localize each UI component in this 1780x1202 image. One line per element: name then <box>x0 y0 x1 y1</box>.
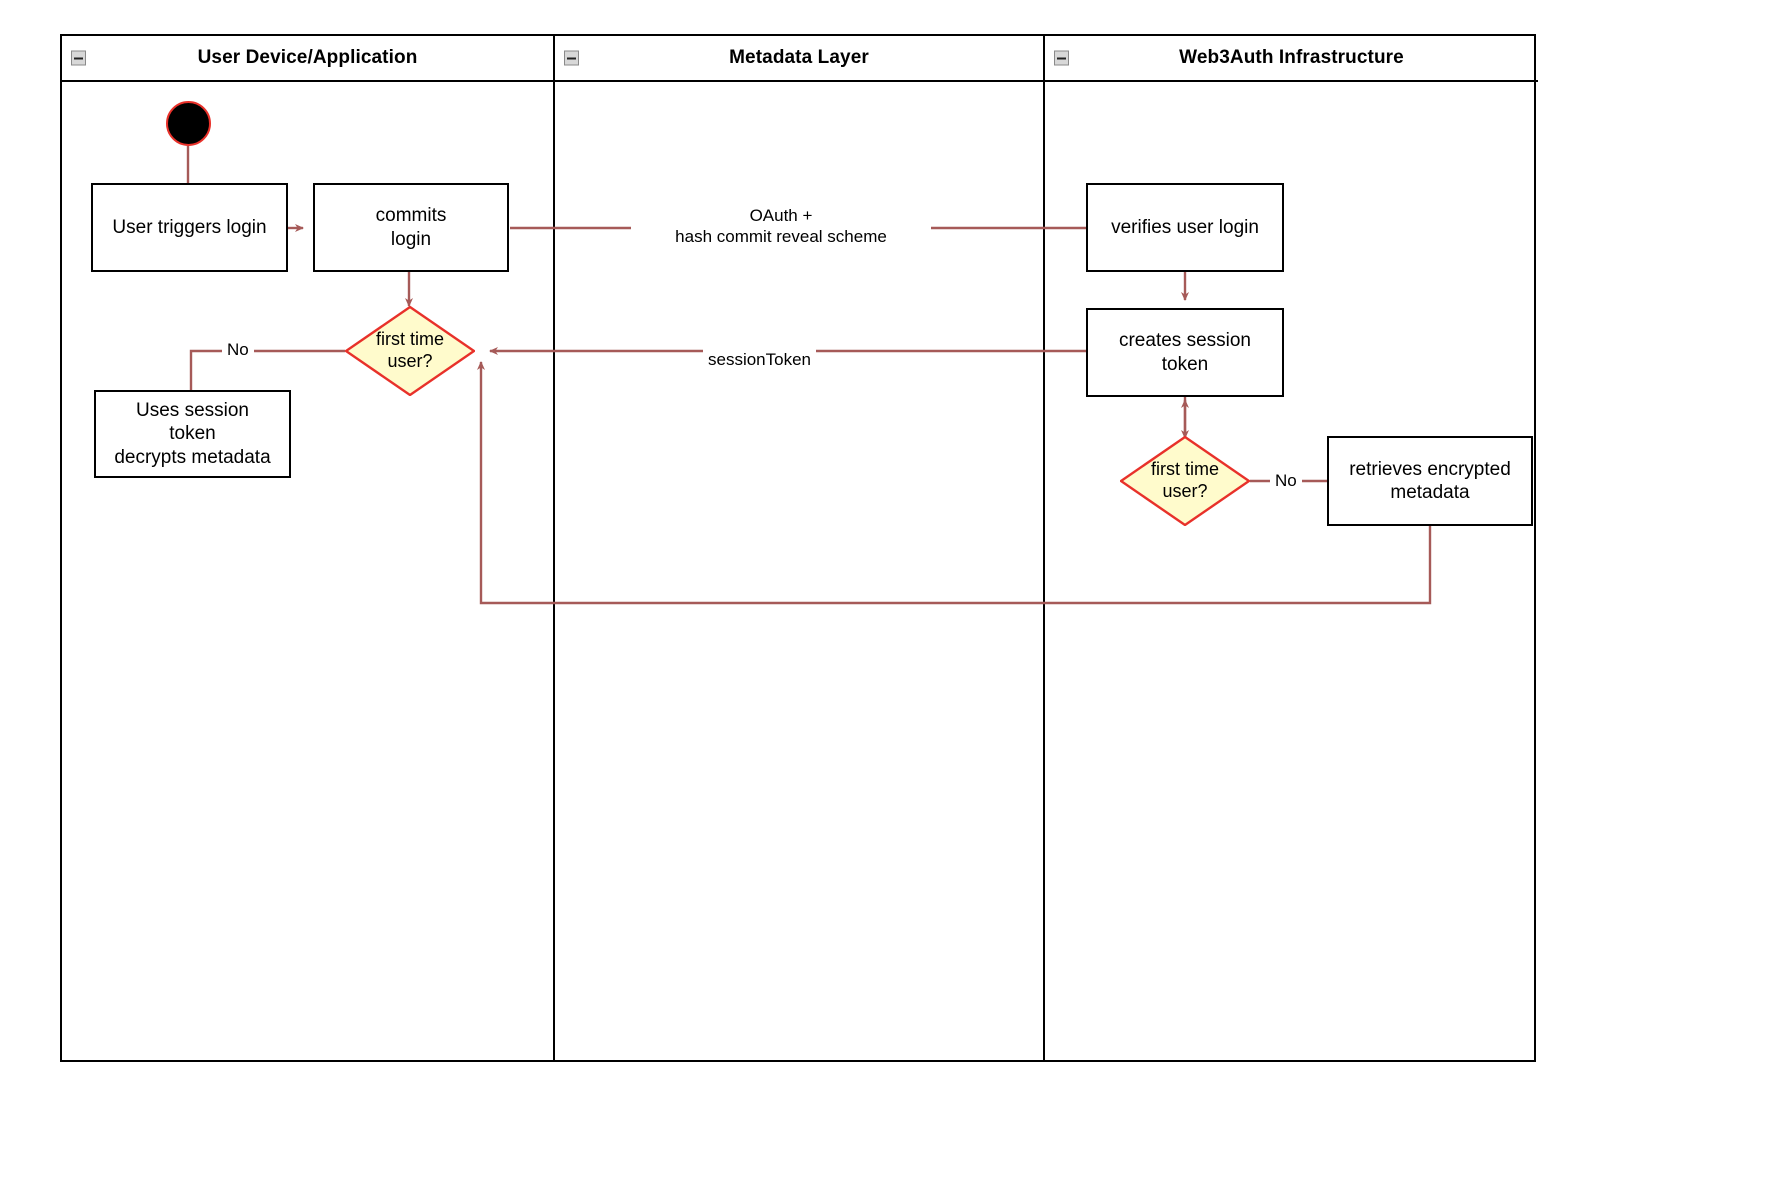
decision-label-line1: first time <box>1150 459 1219 480</box>
action-creates-session-token[interactable]: creates session token <box>1086 308 1284 397</box>
action-label-line1: creates session <box>1118 330 1251 352</box>
action-label-line1: commits <box>375 205 447 227</box>
minus-box-icon[interactable] <box>1054 50 1069 66</box>
edge-label-no-left: No <box>222 339 254 361</box>
edge-label-no-right: No <box>1270 470 1302 492</box>
action-retrieves-encrypted-metadata[interactable]: retrieves encrypted metadata <box>1327 436 1533 526</box>
minus-box-icon[interactable] <box>564 50 579 66</box>
decision-first-time-user-right[interactable]: first time user? <box>1120 436 1250 526</box>
swimlane-title-user: User Device/Application <box>197 47 418 68</box>
action-label: User triggers login <box>112 216 267 238</box>
minus-box-icon[interactable] <box>71 50 86 66</box>
edge-label-line2: hash commit reveal scheme <box>675 227 887 247</box>
action-label-line2: metadata <box>1390 482 1470 503</box>
swimlane-header-user: User Device/Application <box>62 36 553 82</box>
decision-label-line2: user? <box>1162 481 1208 501</box>
action-label-line3: decrypts metadata <box>114 446 271 468</box>
edge-label-session-token: sessionToken <box>703 349 817 371</box>
action-label-line2: token <box>169 423 216 445</box>
decision-label: first time user? <box>345 306 475 396</box>
action-label: verifies user login <box>1111 216 1259 238</box>
swimlane-metadata-layer: Metadata Layer <box>555 36 1045 1060</box>
decision-label-line2: user? <box>387 351 433 371</box>
edge-label-line1: OAuth + <box>749 206 813 225</box>
swimlane-header-metadata: Metadata Layer <box>555 36 1043 82</box>
swimlane-web3auth-infrastructure: Web3Auth Infrastructure <box>1045 36 1538 1060</box>
action-label-line1: retrieves encrypted <box>1349 458 1511 480</box>
swimlane-title-metadata: Metadata Layer <box>729 47 869 68</box>
action-verifies-user-login[interactable]: verifies user login <box>1086 183 1284 272</box>
action-label-line2: login <box>390 228 432 250</box>
action-label-line1: Uses session <box>136 400 249 422</box>
action-user-triggers-login[interactable]: User triggers login <box>91 183 288 272</box>
initial-node <box>166 101 211 146</box>
decision-label: first time user? <box>1120 436 1250 526</box>
decision-label-line1: first time <box>375 329 444 350</box>
swimlane-title-web3auth: Web3Auth Infrastructure <box>1179 47 1404 68</box>
edge-label-oauth-hash-commit: OAuth + hash commit reveal scheme <box>631 205 931 248</box>
swimlane-header-web3auth: Web3Auth Infrastructure <box>1045 36 1538 82</box>
swimlane-pool: User Device/Application Metadata Layer W… <box>60 34 1538 1062</box>
action-commits-login[interactable]: commits login <box>313 183 509 272</box>
action-label-line2: token <box>1161 353 1209 375</box>
decision-first-time-user-left[interactable]: first time user? <box>345 306 475 396</box>
action-uses-session-token-decrypts-metadata[interactable]: Uses session token decrypts metadata <box>94 390 291 478</box>
